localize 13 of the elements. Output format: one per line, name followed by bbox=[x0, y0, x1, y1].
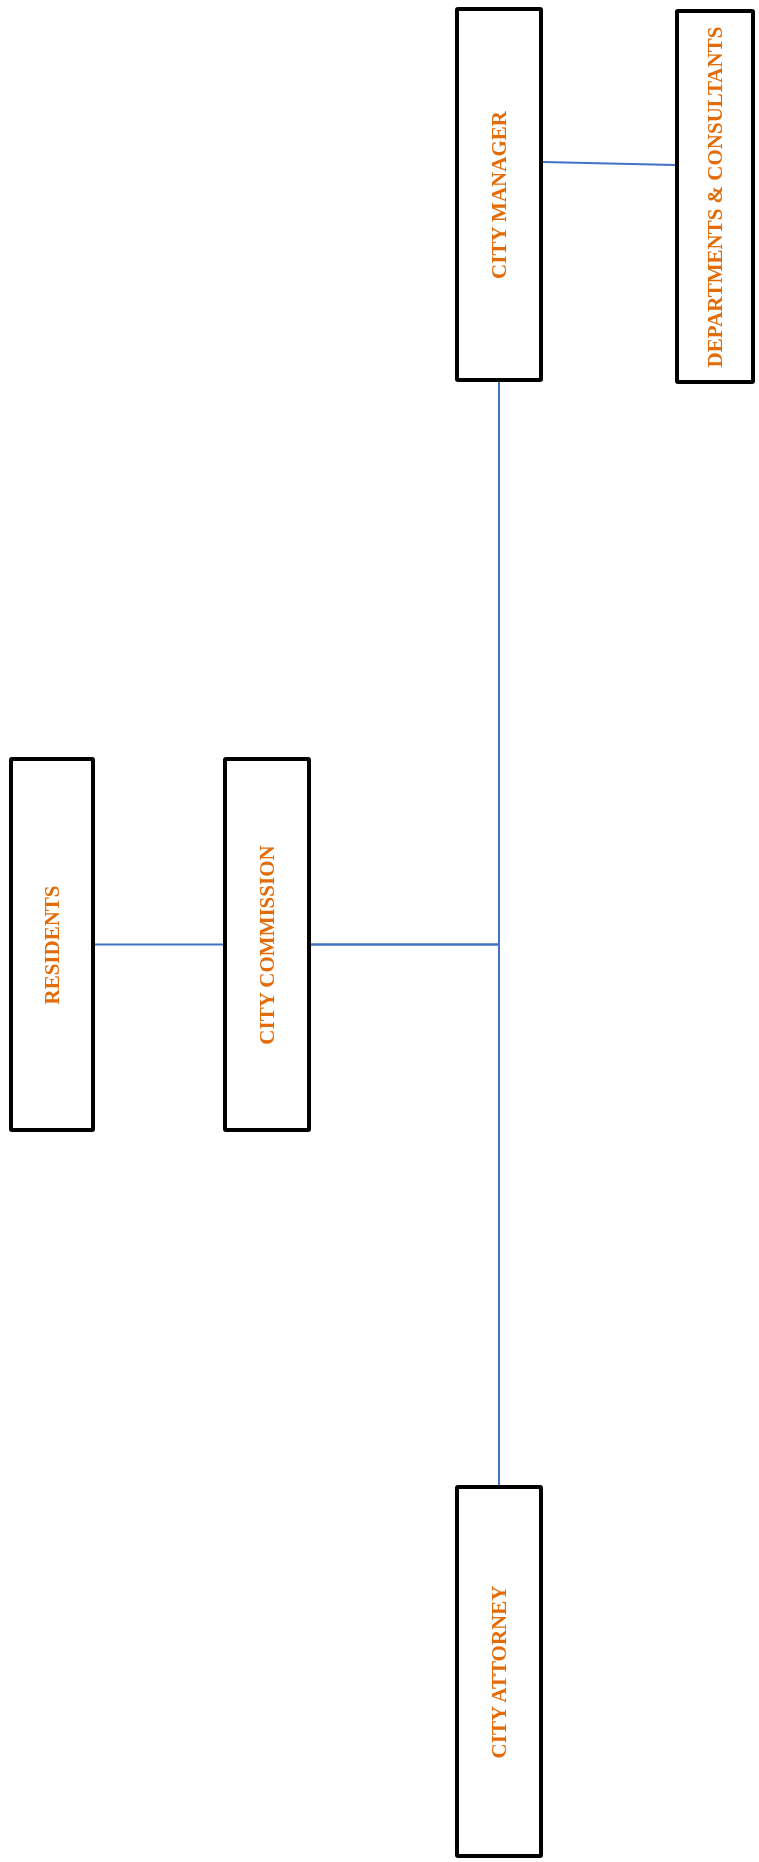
box-label: DEPARTMENTS & CONSULTANTS bbox=[702, 25, 728, 369]
org-box bbox=[455, 7, 543, 382]
org-box bbox=[9, 757, 95, 1132]
connector-line bbox=[94, 943, 224, 946]
org-box bbox=[455, 1485, 543, 1858]
connector-line bbox=[310, 943, 500, 1486]
box-label: CITY MANAGER bbox=[486, 109, 512, 281]
box-label: CITY ATTORNEY bbox=[486, 1584, 512, 1760]
connector-line bbox=[542, 161, 676, 166]
org-box bbox=[675, 9, 755, 384]
box-label: CITY COMMISSION bbox=[254, 843, 280, 1047]
org-box bbox=[223, 757, 311, 1132]
box-label: RESIDENTS bbox=[39, 883, 65, 1007]
